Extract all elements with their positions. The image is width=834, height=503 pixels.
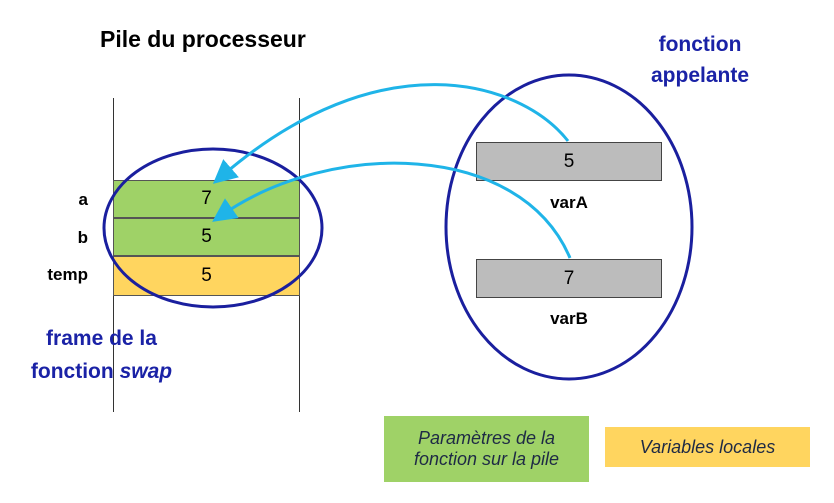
frame-title-normal: fonction bbox=[30, 360, 120, 383]
stack-cell-temp: 5 bbox=[113, 256, 300, 296]
row-label-temp: temp bbox=[47, 265, 88, 284]
stack-cell-a: 7 bbox=[113, 180, 300, 218]
var-b-cell: 7 bbox=[476, 259, 662, 298]
frame-title-line2: fonction swap bbox=[14, 360, 189, 384]
legend-locals: Variables locales bbox=[605, 427, 810, 467]
legend-params-line1: Paramètres de la bbox=[417, 428, 556, 448]
frame-title-line1: frame de la bbox=[46, 327, 157, 350]
diagram-title: Pile du processeur bbox=[100, 26, 306, 52]
caller-ellipse bbox=[444, 73, 694, 381]
row-label-b: b bbox=[77, 228, 88, 247]
var-a-label: varA bbox=[550, 193, 588, 212]
var-b-label: varB bbox=[550, 309, 588, 328]
row-label-a: a bbox=[78, 190, 88, 209]
caller-title-line1: fonction bbox=[658, 33, 742, 56]
frame-title-italic: swap bbox=[119, 360, 173, 383]
caller-title-line2: appelante bbox=[650, 64, 750, 87]
stack-cell-b: 5 bbox=[113, 218, 300, 256]
legend-params-line2: fonction sur la pile bbox=[413, 449, 560, 469]
var-a-cell: 5 bbox=[476, 142, 662, 181]
